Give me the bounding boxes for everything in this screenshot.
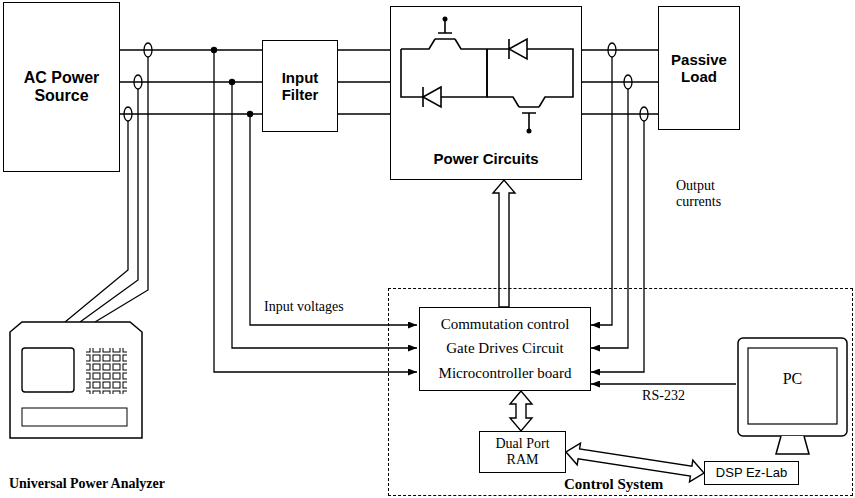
memory-box: Dual Port RAM <box>479 431 566 473</box>
node-text: AC Power Source <box>9 69 114 106</box>
power-wire <box>120 113 262 115</box>
power-wire <box>120 49 262 51</box>
load-box: Passive Load <box>658 6 740 130</box>
block-arrow <box>510 391 532 431</box>
signal-label: Output currents <box>676 178 738 210</box>
power-wire <box>582 81 658 83</box>
filter-box: Input Filter <box>262 40 338 132</box>
system-region: Control System Commutation controlGate Dr… <box>388 288 853 496</box>
data-link <box>591 383 736 384</box>
controller-box: Commutation controlGate Drives CircuitMi… <box>419 307 591 391</box>
computer-monitor: PC <box>736 336 849 458</box>
signal-label: Input voltages <box>264 299 344 315</box>
monitor-symbol <box>736 336 849 458</box>
node-text: Universal Power Analyzer <box>9 476 165 492</box>
node-text: Control System <box>564 476 663 493</box>
signal-wire <box>214 50 417 372</box>
edge-label: RS-232 <box>642 388 685 404</box>
power-wire <box>338 49 390 51</box>
node-text: Dual Port RAM <box>485 436 560 468</box>
signal-wire <box>591 121 644 372</box>
node-text: Commutation control <box>441 316 570 333</box>
power-analyzer: Universal Power Analyzer <box>2 318 172 494</box>
node-text: PC <box>783 370 803 388</box>
analyzer-symbol <box>2 318 172 493</box>
power-wire <box>582 113 658 115</box>
converter-box: Power Circuits <box>390 6 582 180</box>
power-wire <box>338 113 390 115</box>
node-text: Power Circuits <box>433 150 538 167</box>
node-text: Gate Drives Circuit <box>446 340 563 357</box>
signal-wire <box>591 89 628 348</box>
power-wire <box>338 81 390 83</box>
source-box: AC Power Source <box>3 2 120 172</box>
power-wire <box>582 49 658 51</box>
signal-wire <box>591 57 612 325</box>
node-text: Passive Load <box>664 51 734 86</box>
dsp-box: DSP Ez-Lab <box>704 461 799 485</box>
node-text: Input Filter <box>268 69 332 104</box>
power-wire <box>120 81 262 83</box>
node-text: Microcontroller board <box>439 365 572 382</box>
node-text: DSP Ez-Lab <box>716 466 787 481</box>
